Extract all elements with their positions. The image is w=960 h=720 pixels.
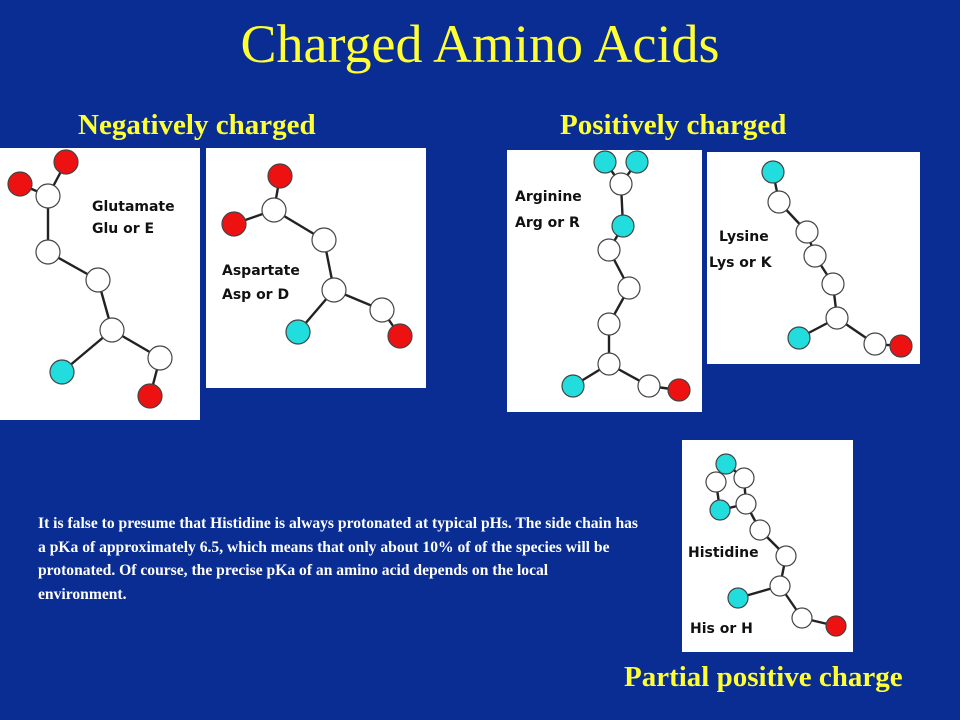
lysine-structure [761, 160, 913, 358]
glutamate-panel: Glutamate Glu or E [0, 148, 200, 420]
glutamate-code: Glu or E [92, 221, 155, 237]
aspartate-panel: Aspartate Asp or D [206, 148, 426, 388]
lysine-code: Lys or K [709, 255, 772, 271]
slide-title: Charged Amino Acids [240, 14, 720, 74]
negative-heading: Negatively charged [78, 109, 316, 141]
lysine-panel: Lysine Lys or K [707, 152, 920, 364]
histidine-note: It is false to presume that Histidine is… [38, 515, 638, 603]
arginine-code: Arg or R [515, 215, 580, 231]
aspartate-code: Asp or D [222, 287, 290, 303]
glutamate-name: Glutamate [92, 199, 175, 215]
aspartate-structure [221, 163, 413, 349]
arginine-name: Arginine [515, 189, 582, 205]
glutamate-structure [7, 149, 173, 409]
histidine-name: Histidine [688, 545, 759, 561]
arginine-structure [561, 150, 691, 402]
arginine-panel: Arginine Arg or R [507, 150, 702, 412]
histidine-structure [705, 453, 847, 637]
histidine-code: His or H [690, 621, 753, 637]
partial-heading: Partial positive charge [624, 661, 903, 693]
lysine-name: Lysine [719, 229, 769, 245]
positive-heading: Positively charged [560, 109, 787, 141]
histidine-panel: Histidine His or H [682, 440, 853, 652]
aspartate-name: Aspartate [222, 263, 300, 279]
